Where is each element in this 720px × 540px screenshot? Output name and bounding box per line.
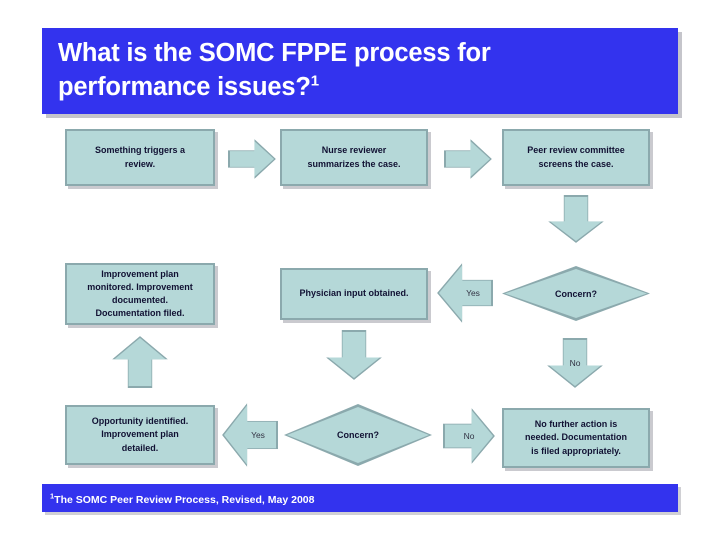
- footnote: 1The SOMC Peer Review Process, Revised, …: [50, 491, 315, 507]
- flow-node-nurse-line-1: Nurse reviewer: [321, 145, 387, 156]
- slide-title-banner: What is the SOMC FPPE process for perfor…: [42, 28, 678, 114]
- connector-arrow-concern1-yes: Yes: [437, 263, 493, 323]
- connector-label-no-2: No: [463, 431, 475, 441]
- flow-node-opportunity-line-1: Opportunity identified.: [91, 416, 189, 427]
- flow-node-trigger-line-2: review.: [124, 158, 156, 169]
- flow-node-opportunity-line-2: Improvement plan: [101, 429, 179, 440]
- connector-label-6: [326, 330, 382, 380]
- connector-label-9: [112, 336, 168, 388]
- connector-arrow-physician-to-concern2: [326, 330, 382, 380]
- connector-arrow-nurse-to-peer: [444, 139, 492, 179]
- flow-node-improve-line-2: monitored. Improvement: [87, 281, 193, 292]
- connector-label-no-1: No: [569, 358, 581, 368]
- connector-label-1: [228, 139, 276, 179]
- footnote-text: The SOMC Peer Review Process, Revised, M…: [54, 494, 315, 506]
- connector-label-yes-2: Yes: [251, 430, 265, 440]
- connector-arrow-concern2-yes: Yes: [222, 403, 278, 467]
- connector-label-yes-1: Yes: [466, 288, 480, 298]
- flow-node-no-action-line-3: is filed appropriately.: [531, 445, 621, 456]
- title-footnote-marker: 1: [310, 72, 319, 90]
- flow-node-physician-line-1: Physician input obtained.: [299, 288, 409, 299]
- flow-node-peer-line-2: screens the case.: [538, 158, 614, 169]
- flow-node-trigger-line-1: Something triggers a: [94, 145, 185, 156]
- flow-node-physician-input[interactable]: Physician input obtained.: [280, 268, 428, 320]
- flow-node-trigger[interactable]: Something triggers a review.: [65, 129, 215, 186]
- flow-node-improve-line-1: Improvement plan: [101, 268, 179, 279]
- flow-node-concern-decision-1[interactable]: Concern?: [502, 266, 650, 321]
- flow-node-nurse-line-2: summarizes the case.: [307, 158, 401, 169]
- flow-node-improve-line-4: Documentation filed.: [95, 308, 185, 319]
- footnote-marker: 1: [50, 491, 55, 501]
- flow-node-nurse-reviewer[interactable]: Nurse reviewer summarizes the case.: [280, 129, 428, 186]
- page-title-line-1: What is the SOMC FPPE process for: [58, 39, 491, 67]
- flow-node-peer-line-1: Peer review committee: [527, 145, 625, 156]
- connector-arrow-concern1-no: No: [547, 338, 603, 388]
- slide-footnote-banner: 1The SOMC Peer Review Process, Revised, …: [42, 484, 678, 512]
- flow-node-peer-review-committee[interactable]: Peer review committee screens the case.: [502, 129, 650, 186]
- flow-node-concern-1-label: Concern?: [554, 288, 597, 299]
- connector-label-2: [444, 139, 492, 179]
- connector-arrow-peer-to-concern1: [548, 195, 604, 243]
- flow-node-no-action-line-1: No further action is: [534, 419, 618, 430]
- connector-arrow-trigger-to-nurse: [228, 139, 276, 179]
- page-title-line-2-text: performance issues?: [58, 72, 311, 101]
- page-title-line-2: performance issues?1: [58, 71, 662, 105]
- flow-node-no-action-line-2: needed. Documentation: [524, 432, 627, 443]
- connector-arrow-concern2-no: No: [443, 408, 495, 464]
- connector-arrow-opportunity-to-improvement: [112, 336, 168, 388]
- flow-node-no-further-action[interactable]: No further action is needed. Documentati…: [502, 408, 650, 468]
- flow-node-concern-decision-2[interactable]: Concern?: [284, 404, 432, 466]
- flow-node-concern-2-label: Concern?: [336, 430, 379, 440]
- flow-node-opportunity-identified[interactable]: Opportunity identified. Improvement plan…: [65, 405, 215, 465]
- flow-node-improvement-monitored[interactable]: Improvement plan monitored. Improvement …: [65, 263, 215, 325]
- flow-node-opportunity-line-3: detailed.: [121, 442, 159, 453]
- connector-label-3: [548, 195, 604, 243]
- flow-node-improve-line-3: documented.: [111, 295, 168, 305]
